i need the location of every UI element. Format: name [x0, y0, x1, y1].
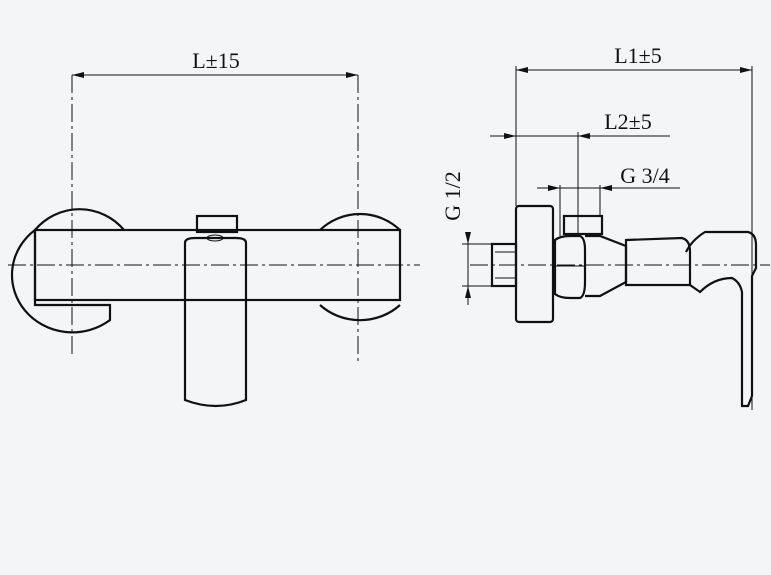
body-cone	[585, 234, 628, 298]
hex-nut	[553, 234, 587, 300]
right-escutcheon	[319, 212, 401, 231]
dim-inlet-thread: G 1/2	[440, 171, 465, 221]
cartridge-cap	[195, 214, 239, 234]
dim-outlet-thread: G 3/4	[620, 163, 670, 188]
side-lever	[685, 230, 758, 408]
side-cartridge-cap	[562, 214, 604, 236]
left-escutcheon	[10, 227, 112, 334]
side-escutcheon	[514, 204, 555, 324]
dim-front-width: L±15	[192, 48, 240, 73]
dim-side-length: L1±5	[614, 43, 662, 68]
side-view: L1±5 L2±5 G 3/4 G 1/2	[440, 43, 770, 410]
side-body	[624, 236, 692, 287]
lever-handle	[183, 236, 248, 408]
front-view: L±15	[8, 48, 420, 408]
dim-side-offset: L2±5	[604, 109, 652, 134]
